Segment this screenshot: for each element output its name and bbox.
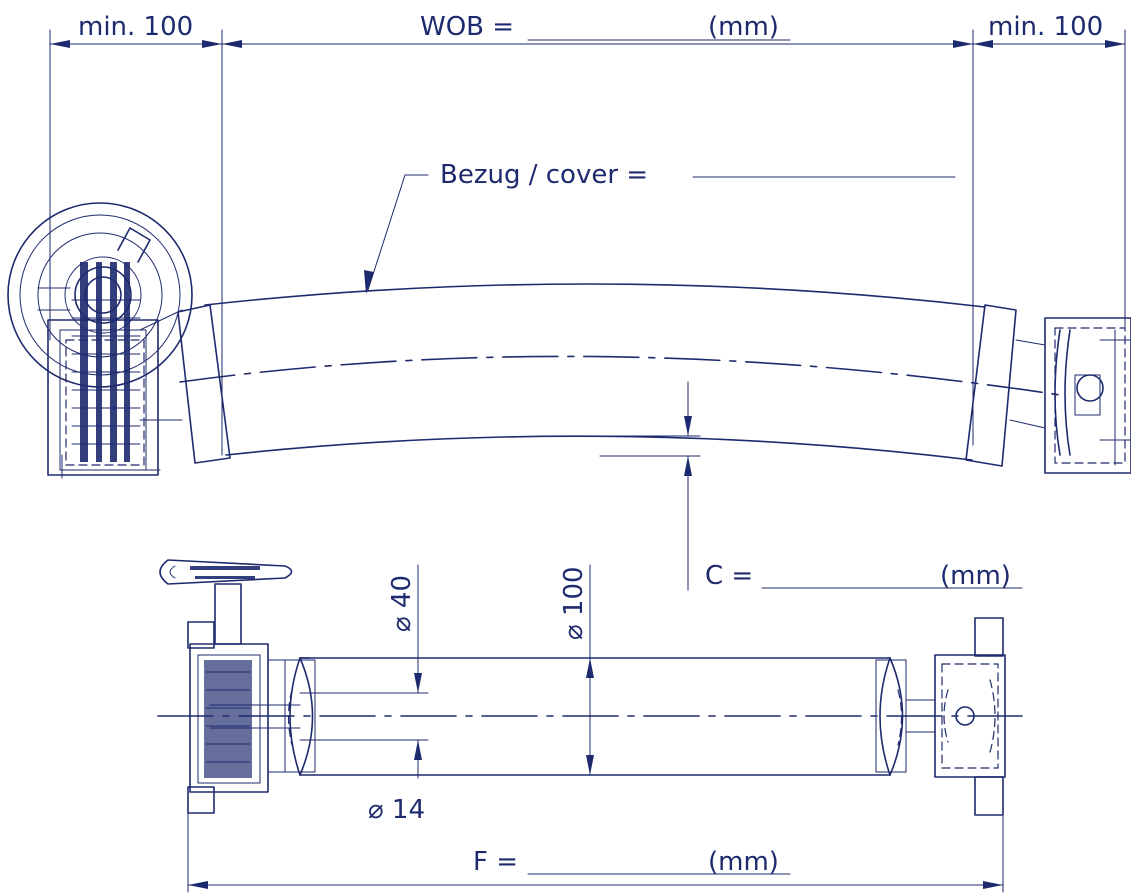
left-min-label: min. 100 — [78, 12, 193, 42]
f-dimension: F = (mm) — [187, 812, 1004, 893]
curved-roller — [177, 283, 1061, 467]
cover-leader: Bezug / cover = — [364, 160, 956, 294]
right-min-label: min. 100 — [988, 12, 1103, 42]
right-bearing-unit — [1009, 317, 1131, 474]
left-handwheel-drive — [159, 559, 293, 814]
f-unit: (mm) — [708, 847, 779, 877]
wob-label: WOB = — [420, 12, 514, 42]
diameter-dims: ⌀ 40 ⌀ 100 ⌀ 14 — [368, 564, 594, 825]
right-bearing-bottom — [905, 617, 1006, 816]
d-shaft-label: ⌀ 40 — [387, 575, 417, 632]
d-roller-label: ⌀ 100 — [559, 566, 589, 640]
c-unit: (mm) — [940, 561, 1011, 591]
c-dimension: C = (mm) — [599, 381, 1023, 591]
top-dimensions: min. 100 min. 100 WOB = (mm) — [49, 12, 1126, 456]
f-label: F = — [473, 847, 518, 877]
cover-label: Bezug / cover = — [440, 160, 648, 190]
c-label: C = — [705, 561, 753, 591]
wob-unit: (mm) — [708, 12, 779, 42]
left-drive-unit — [7, 202, 193, 479]
d-bore-label: ⌀ 14 — [368, 795, 425, 825]
